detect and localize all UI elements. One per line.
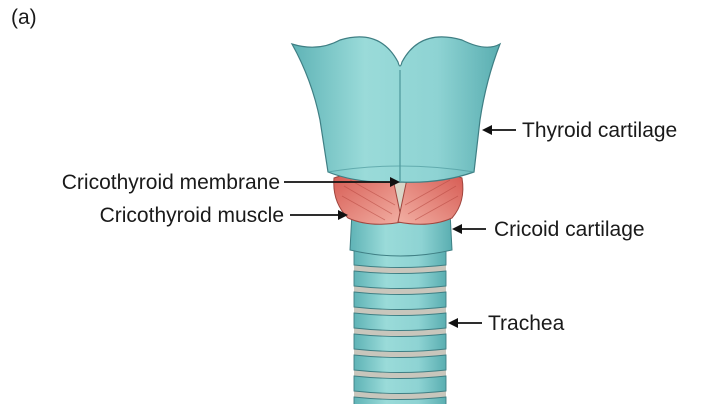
leader-muscle [290,210,348,220]
tracheal-ring [354,355,446,373]
label-trachea: Trachea [488,312,565,335]
tracheal-ring [354,271,446,289]
tracheal-ring [354,292,446,310]
thyroid-cartilage [292,37,500,182]
tracheal-ring [354,334,446,352]
panel-label: (a) [11,6,37,29]
leader-thyroid [482,125,516,135]
leader-trachea [448,318,482,328]
leader-cricoid [452,224,486,234]
label-thyroid-cartilage: Thyroid cartilage [522,119,677,142]
label-cricothyroid-muscle: Cricothyroid muscle [100,204,284,227]
tracheal-ring [354,313,446,331]
label-cricoid-cartilage: Cricoid cartilage [494,218,645,241]
trachea [354,240,446,404]
tracheal-ring [354,376,446,394]
label-cricothyroid-membrane: Cricothyroid membrane [62,171,280,194]
